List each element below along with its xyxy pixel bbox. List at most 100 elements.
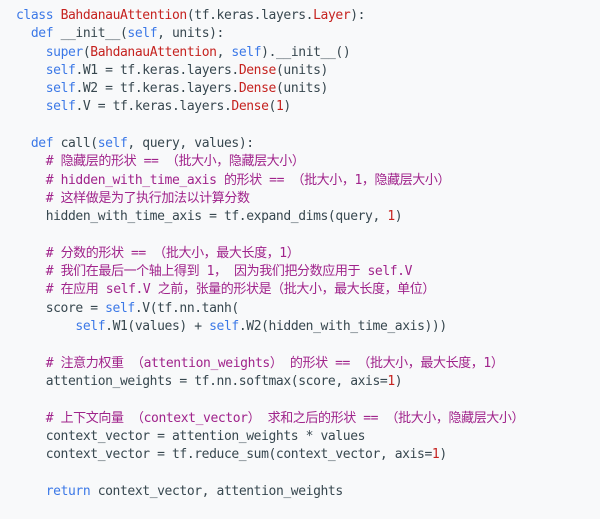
- self-token: self: [45, 62, 76, 78]
- self-token: self: [127, 26, 158, 42]
- comment-token: # 隐藏层的形状 == （批大小，隐藏层大小）: [45, 154, 305, 170]
- code-line: self.V = tf.keras.layers.Dense(1): [16, 98, 600, 116]
- code-token: [16, 173, 46, 188]
- code-token: context_vector = tf.reduce_sum(context_v…: [16, 447, 433, 463]
- code-token: .W2(hidden_with_time_axis))): [238, 319, 447, 335]
- code-token: [16, 484, 46, 499]
- code-line: context_vector = attention_weights * val…: [16, 428, 600, 446]
- code-token: [16, 45, 46, 60]
- code-line: score = self.V(tf.nn.tanh(: [16, 300, 600, 318]
- code-line: return context_vector, attention_weights: [16, 483, 600, 501]
- code-line: self.W1(values) + self.W2(hidden_with_ti…: [16, 318, 600, 336]
- reference-token: Dense: [238, 62, 277, 78]
- code-token: .W1(values) +: [105, 319, 210, 335]
- code-line: def __init__(self, units):: [16, 25, 600, 43]
- reference-token: Dense: [238, 81, 277, 97]
- keyword-token: def: [30, 26, 54, 42]
- code-token: (: [82, 44, 91, 60]
- self-token: self: [45, 99, 76, 115]
- code-token: ).__init__(): [261, 44, 351, 60]
- keyword-token: super: [45, 44, 84, 60]
- code-token: .W2 = tf.keras.layers.: [75, 81, 239, 97]
- code-token: attention_weights = tf.nn.softmax(score,…: [16, 373, 388, 389]
- class-name-token: BahdanauAttention: [60, 8, 188, 23]
- comment-token: # 在应用 self.V 之前，张量的形状是（批大小，最大长度，单位）: [45, 282, 436, 298]
- code-line: # 隐藏层的形状 == （批大小，隐藏层大小）: [16, 153, 600, 171]
- code-token: [16, 136, 31, 151]
- keyword-token: class: [16, 8, 54, 23]
- code-line: context_vector = tf.reduce_sum(context_v…: [16, 446, 600, 464]
- self-token: self: [75, 319, 106, 335]
- code-line: attention_weights = tf.nn.softmax(score,…: [16, 373, 600, 391]
- code-token: , units):: [157, 26, 224, 42]
- code-line: # 上下文向量 （context_vector） 求和之后的形状 == （批大小…: [16, 410, 600, 428]
- code-line: # 分数的形状 == （批大小，最大长度，1）: [16, 245, 600, 263]
- code-line: def call(self, query, values):: [16, 135, 600, 153]
- code-token: .V(tf.nn.tanh(: [134, 300, 239, 316]
- code-token: context_vector, attention_weights: [90, 483, 343, 499]
- code-token: , query, values):: [127, 136, 254, 152]
- code-token: (units): [275, 62, 328, 78]
- number-token: 1: [431, 447, 440, 463]
- code-token: ):: [350, 8, 366, 23]
- code-line: # 在应用 self.V 之前，张量的形状是（批大小，最大长度，单位）: [16, 281, 600, 299]
- code-token: [53, 8, 60, 23]
- comment-token: # 上下文向量 （context_vector） 求和之后的形状 == （批大小…: [45, 410, 525, 426]
- code-token: (: [268, 99, 277, 115]
- code-token: [16, 63, 46, 78]
- self-token: self: [231, 44, 262, 60]
- code-token: [16, 191, 46, 206]
- reference-token: Dense: [231, 99, 269, 115]
- code-line: [16, 117, 600, 135]
- number-token: 1: [275, 99, 284, 115]
- code-token: .V = tf.keras.layers.: [75, 99, 232, 115]
- code-token: ): [394, 209, 403, 225]
- code-token: [16, 26, 31, 41]
- comment-token: # 我们在最后一个轴上得到 1， 因为我们把分数应用于 self.V: [45, 264, 413, 280]
- code-line: # 我们在最后一个轴上得到 1， 因为我们把分数应用于 self.V: [16, 263, 600, 281]
- code-token: ): [394, 373, 403, 389]
- code-token: ): [283, 99, 291, 115]
- keyword-token: return: [45, 483, 91, 499]
- code-token: ,: [216, 44, 232, 60]
- code-line: [16, 391, 600, 409]
- code-token: [16, 246, 46, 261]
- code-line: self.W1 = tf.keras.layers.Dense(units): [16, 62, 600, 80]
- comment-token: # 这样做是为了执行加法以计算分数: [45, 190, 250, 206]
- number-token: 1: [387, 209, 395, 225]
- code-lines: class BahdanauAttention(tf.keras.layers.…: [16, 7, 600, 501]
- reference-token: Layer: [313, 8, 351, 23]
- code-token: [16, 99, 46, 114]
- code-token: hidden_with_time_axis = tf.expand_dims(q…: [16, 209, 388, 225]
- code-line: super(BahdanauAttention, self).__init__(…: [16, 44, 600, 62]
- comment-token: # 分数的形状 == （批大小，最大长度，1）: [45, 245, 300, 261]
- code-line: [16, 464, 600, 482]
- code-token: [16, 264, 46, 279]
- reference-token: BahdanauAttention: [90, 44, 217, 60]
- code-token: (units): [275, 81, 328, 97]
- comment-token: # 注意力权重 （attention_weights） 的形状 == （批大小，…: [45, 355, 504, 371]
- code-token: [16, 411, 46, 426]
- self-token: self: [45, 81, 76, 97]
- code-token: context_vector = attention_weights * val…: [16, 428, 366, 444]
- code-token: [16, 319, 75, 334]
- code-line: # 这样做是为了执行加法以计算分数: [16, 190, 600, 208]
- code-line: class BahdanauAttention(tf.keras.layers.…: [16, 7, 600, 25]
- code-line: self.W2 = tf.keras.layers.Dense(units): [16, 80, 600, 98]
- code-line: # hidden_with_time_axis 的形状 == （批大小，1，隐藏…: [16, 172, 600, 190]
- number-token: 1: [387, 373, 395, 389]
- code-line: [16, 336, 600, 354]
- code-token: [16, 282, 46, 297]
- code-token: __init__(: [53, 26, 128, 42]
- code-token: [16, 154, 46, 169]
- comment-token: # hidden_with_time_axis 的形状 == （批大小，1，隐藏…: [45, 172, 451, 188]
- code-line: [16, 227, 600, 245]
- self-token: self: [97, 136, 128, 152]
- code-line: # 注意力权重 （attention_weights） 的形状 == （批大小，…: [16, 355, 600, 373]
- code-token: [16, 81, 46, 96]
- keyword-token: def: [30, 136, 54, 152]
- code-line: hidden_with_time_axis = tf.expand_dims(q…: [16, 208, 600, 226]
- code-token: [16, 356, 46, 371]
- code-token: call(: [53, 136, 99, 152]
